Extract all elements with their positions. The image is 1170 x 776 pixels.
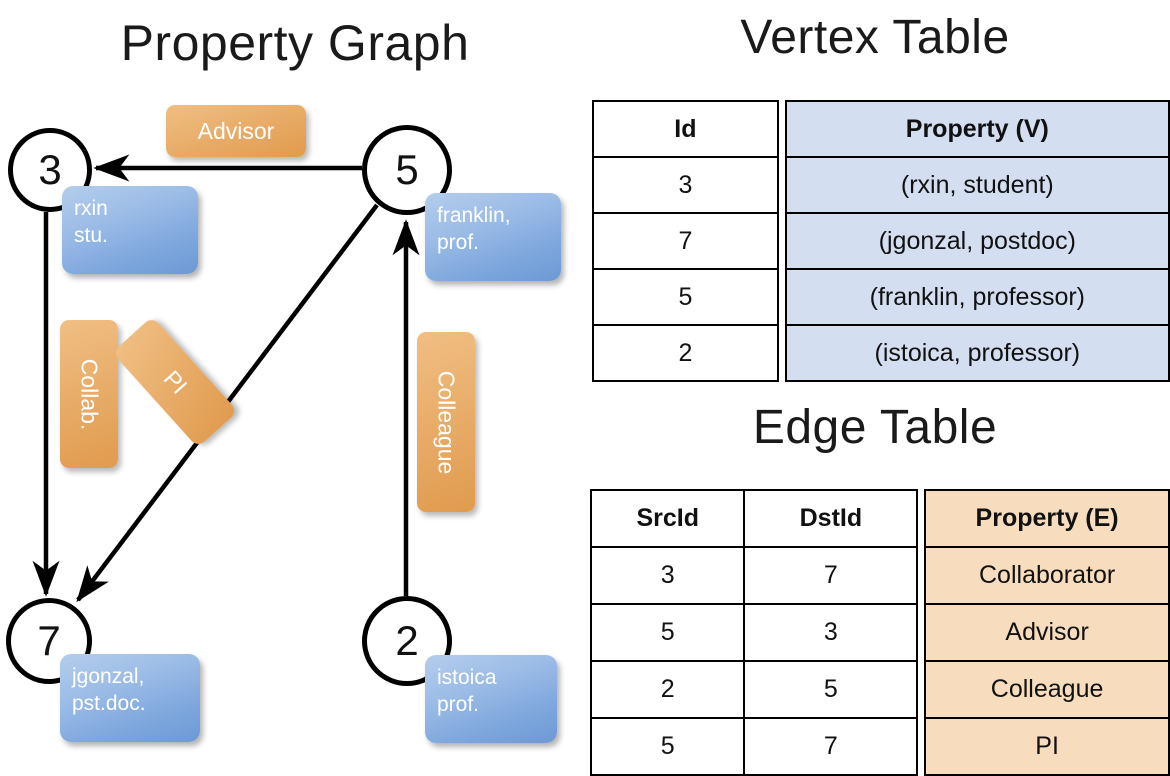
table-row[interactable]: (rxin, student) xyxy=(784,156,1170,214)
edge-table-cell-src: 5 xyxy=(589,603,746,662)
vertex-table-cell-id: 2 xyxy=(592,324,779,382)
vertex-property-box-5: franklin, prof. xyxy=(425,193,561,281)
vertex-table-cell-property: (franklin, professor) xyxy=(784,268,1170,326)
edge-label-colleague: Colleague xyxy=(417,332,475,512)
page-title-edge-table: Edge Table xyxy=(752,401,998,454)
table-header-row: Property (V) xyxy=(784,100,1170,158)
edge-label-collab: Collab. xyxy=(60,320,118,468)
edge-label-advisor: Advisor xyxy=(166,105,306,157)
edge-table-header-srcid: SrcId xyxy=(589,489,746,548)
property-graph-diagram: 3 5 7 2 rxin stu. franklin, prof. jgonza… xyxy=(0,0,590,760)
table-header-row: Property (E) xyxy=(924,489,1170,548)
page-title-vertex-table: Vertex Table xyxy=(740,11,1010,64)
vertex-property-2-line1: istoica xyxy=(437,666,497,689)
vertex-table-property-column: Property (V) (rxin, student) (jgonzal, p… xyxy=(784,100,1170,382)
edge-table-header-dstid: DstId xyxy=(743,489,919,548)
table-row[interactable]: 2 5 xyxy=(589,660,919,719)
vertex-property-3-line2: stu. xyxy=(74,223,108,247)
vertex-table-id-column: Id 3 7 5 2 xyxy=(592,100,779,382)
graph-node-2[interactable]: 2 xyxy=(362,596,452,686)
vertex-property-5-line1: franklin, xyxy=(437,204,511,227)
vertex-property-box-3: rxin stu. xyxy=(62,186,198,274)
vertex-table-cell-property: (jgonzal, postdoc) xyxy=(784,212,1170,270)
edge-table-cell-dst: 7 xyxy=(743,546,919,605)
graph-node-5[interactable]: 5 xyxy=(362,125,452,215)
edge-label-collab-text: Collab. xyxy=(76,358,103,430)
table-row[interactable]: 5 7 xyxy=(589,717,919,776)
table-row[interactable]: Advisor xyxy=(924,603,1170,662)
edge-table-cell-property: Colleague xyxy=(924,660,1170,719)
edge-label-colleague-text: Colleague xyxy=(433,370,460,474)
edge-table-cell-property: Collaborator xyxy=(924,546,1170,605)
edge-label-pi: PI xyxy=(112,316,238,448)
vertex-table-header-id: Id xyxy=(592,100,779,158)
table-row[interactable]: 3 xyxy=(592,156,779,214)
table-row[interactable]: 5 xyxy=(592,268,779,326)
vertex-table-cell-property: (istoica, professor) xyxy=(784,324,1170,382)
edge-table-cell-dst: 5 xyxy=(743,660,919,719)
table-header-row: SrcId DstId xyxy=(589,489,919,548)
edge-table-cell-property: Advisor xyxy=(924,603,1170,662)
edge-table-cell-dst: 7 xyxy=(743,717,919,776)
edge-table: SrcId DstId 3 7 5 3 2 5 5 7 Prope xyxy=(589,489,1170,776)
vertex-property-box-7: jgonzal, pst.doc. xyxy=(60,654,200,742)
edge-table-cell-src: 3 xyxy=(589,546,746,605)
table-row[interactable]: 7 xyxy=(592,212,779,270)
vertex-property-7-line1: jgonzal, xyxy=(72,665,145,688)
page-title-property-graph: Property Graph xyxy=(120,15,470,71)
edge-table-property-column: Property (E) Collaborator Advisor Collea… xyxy=(924,489,1170,776)
edge-label-pi-text: PI xyxy=(158,364,193,399)
table-row[interactable]: 2 xyxy=(592,324,779,382)
vertex-table-cell-id: 5 xyxy=(592,268,779,326)
table-row[interactable]: 3 7 xyxy=(589,546,919,605)
table-row[interactable]: 5 3 xyxy=(589,603,919,662)
vertex-table-cell-id: 7 xyxy=(592,212,779,270)
vertex-property-2-line2: prof. xyxy=(437,692,480,716)
table-row[interactable]: Collaborator xyxy=(924,546,1170,605)
edge-table-header-property: Property (E) xyxy=(924,489,1170,548)
table-header-row: Id xyxy=(592,100,779,158)
vertex-property-5-line2: prof. xyxy=(437,230,480,254)
edge-label-advisor-text: Advisor xyxy=(197,117,275,144)
table-row[interactable]: (istoica, professor) xyxy=(784,324,1170,382)
vertex-table: Id 3 7 5 2 Property (V) (rxin, student) xyxy=(592,100,1170,382)
table-row[interactable]: (jgonzal, postdoc) xyxy=(784,212,1170,270)
edge-table-cell-src: 2 xyxy=(589,660,746,719)
vertex-property-3-line1: rxin xyxy=(74,197,108,220)
vertex-table-cell-id: 3 xyxy=(592,156,779,214)
edge-table-cell-dst: 3 xyxy=(743,603,919,662)
table-row[interactable]: Colleague xyxy=(924,660,1170,719)
vertex-table-header-property: Property (V) xyxy=(784,100,1170,158)
table-row[interactable]: PI xyxy=(924,717,1170,776)
edge-table-cell-src: 5 xyxy=(589,717,746,776)
vertex-table-cell-property: (rxin, student) xyxy=(784,156,1170,214)
edge-table-cell-property: PI xyxy=(924,717,1170,776)
vertex-property-box-2: istoica prof. xyxy=(425,655,557,743)
vertex-property-7-line2: pst.doc. xyxy=(72,691,146,715)
table-row[interactable]: (franklin, professor) xyxy=(784,268,1170,326)
edge-table-src-dst-columns: SrcId DstId 3 7 5 3 2 5 5 7 xyxy=(589,489,919,776)
